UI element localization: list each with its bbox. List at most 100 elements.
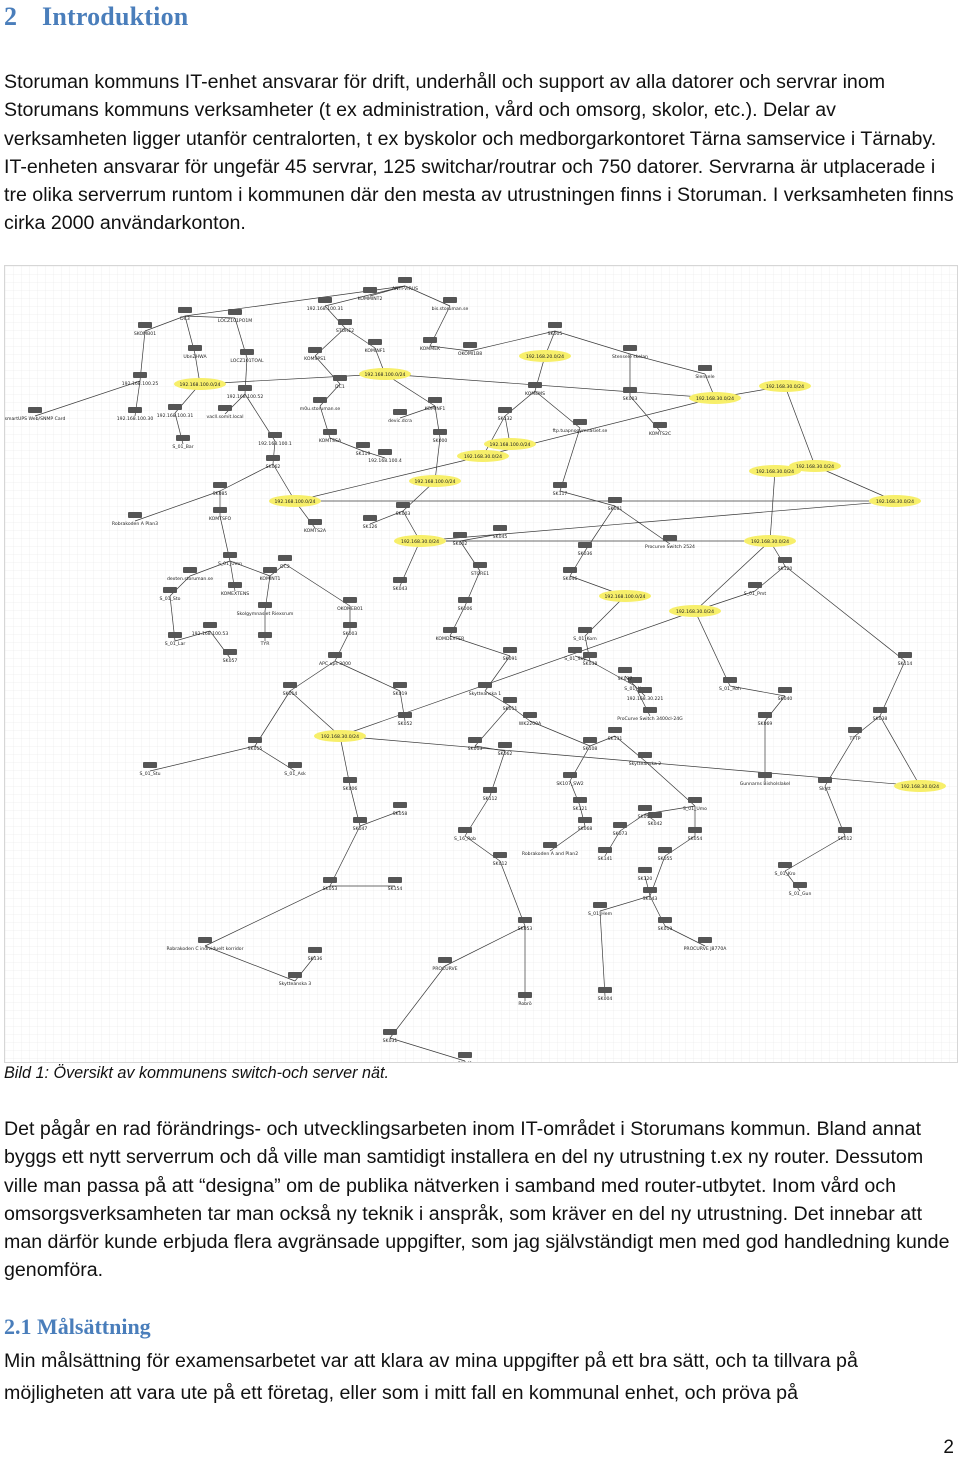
diagram-node: SK114 xyxy=(898,652,912,667)
switch-device-icon xyxy=(453,532,467,538)
diagram-node: SK006 xyxy=(458,597,472,612)
switch-device-icon xyxy=(198,937,212,943)
node-label: Robrakoden A and Plan2 xyxy=(522,851,578,857)
node-label: KOMTS2C xyxy=(649,431,671,437)
node-label: 192.168.30.0/24 xyxy=(696,396,734,402)
diagram-link xyxy=(174,630,211,642)
node-label: SK136 xyxy=(308,956,323,962)
diagram-node: S_01_Pmt xyxy=(744,582,766,597)
node-label: SK121 xyxy=(573,806,588,812)
diagram-node: KOMINT1 xyxy=(260,567,280,582)
diagram-node: SK038 xyxy=(873,707,888,722)
node-label: SK006 xyxy=(343,786,358,792)
diagram-node: LOCZ101TOAL xyxy=(230,349,264,364)
switch-device-icon xyxy=(168,632,182,638)
subnet-cloud-icon xyxy=(457,450,509,462)
switch-device-icon xyxy=(638,867,652,873)
switch-device-icon xyxy=(143,762,157,768)
node-label: SK119 xyxy=(356,451,371,457)
switch-device-icon xyxy=(398,712,412,718)
diagram-node: DC2 xyxy=(278,555,292,570)
switch-device-icon xyxy=(553,482,567,488)
diagram-link xyxy=(554,330,631,355)
diagram-node: 192.168.30.221 xyxy=(627,687,663,702)
subnet-cloud-icon xyxy=(749,465,801,477)
node-label: Skytteanska 3 xyxy=(279,981,312,987)
diagram-node: SK043 xyxy=(393,577,407,592)
diagram-link xyxy=(434,437,441,482)
node-label: Gunnarns Bisholslakel xyxy=(740,781,791,787)
node-label: SK141 xyxy=(598,856,613,862)
node-label: 192.168.30.0/24 xyxy=(321,734,359,740)
diagram-link xyxy=(359,810,401,827)
diagram-node: 192.168.30.0/24 xyxy=(894,780,946,792)
switch-device-icon xyxy=(758,712,772,718)
node-label: S_01_Sky xyxy=(564,656,586,662)
switch-device-icon xyxy=(468,737,482,743)
switch-device-icon xyxy=(308,519,322,525)
node-label: 192.168.30.0/24 xyxy=(676,609,714,615)
diagram-node: PROCURVE J8770A xyxy=(684,937,727,952)
diagram-node: smartUPS Web/SNMP Card xyxy=(5,407,65,422)
node-label: 192.168.30.0/24 xyxy=(876,499,914,505)
switch-device-icon xyxy=(663,535,677,541)
node-label: S_01_Umo xyxy=(683,806,707,812)
diagram-node: 192.168.30.0/24 xyxy=(789,460,841,472)
diagram-node: dexten.storuman.se xyxy=(167,567,213,582)
diagram-node: SK085 xyxy=(213,482,227,497)
switch-device-icon xyxy=(183,567,197,573)
diagram-link xyxy=(199,373,386,385)
diagram-node: SK062 xyxy=(498,742,512,757)
diagram-node: Robrakoden A Plan3 xyxy=(112,512,158,527)
diagram-node: S_01_Bar xyxy=(172,435,194,450)
diagram-node: SK120 xyxy=(638,867,652,882)
node-label: WK2200A xyxy=(519,721,542,727)
switch-device-icon xyxy=(433,429,447,435)
node-label: LOCZ101PO1M xyxy=(218,318,252,324)
diagram-link xyxy=(644,760,696,807)
diagram-node: APC ups 3000 xyxy=(319,652,351,667)
switch-device-icon xyxy=(238,385,252,391)
subsection-number: 2.1 xyxy=(4,1314,32,1339)
switch-device-icon xyxy=(203,622,217,628)
switch-device-icon xyxy=(598,847,612,853)
diagram-node: SKOMB01 xyxy=(134,322,156,337)
subnet-cloud-icon xyxy=(599,590,651,602)
diagram-node: WK2200A xyxy=(519,712,542,727)
diagram-node: SK012 xyxy=(493,852,507,867)
diagram-node: S_01_Sky xyxy=(564,647,586,662)
diagram-node: S_01_Hem xyxy=(588,902,613,917)
node-label: KOMTS2A xyxy=(304,528,327,534)
diagram-node: SK002 xyxy=(453,532,467,547)
node-label: SKOMB01 xyxy=(134,331,156,337)
diagram-link xyxy=(529,720,591,747)
switch-device-icon xyxy=(458,1052,472,1058)
diagram-link xyxy=(694,540,771,612)
diagram-link xyxy=(184,315,236,319)
node-label: SK038 xyxy=(873,716,888,722)
node-label: UbnZHWA xyxy=(183,354,207,360)
switch-device-icon xyxy=(638,687,652,693)
node-label: 192.168.100.30 xyxy=(117,416,154,422)
subsection-title: Målsättning xyxy=(37,1314,151,1339)
diagram-node: S_01_Nor xyxy=(624,677,646,692)
diagram-node: 192.168.30.0/24 xyxy=(759,380,811,392)
diagram-node: KOMINF1 xyxy=(425,397,445,412)
diagram-node: SK057 xyxy=(223,649,237,664)
diagram-link xyxy=(559,427,581,492)
diagram-link xyxy=(189,560,231,577)
diagram-node: SK112 xyxy=(483,787,497,802)
node-label: SK005 xyxy=(548,331,563,337)
node-label: SK042 xyxy=(648,821,663,827)
diagram-node: SK055 xyxy=(658,847,672,862)
diagram-node: S_16_Rob xyxy=(454,827,476,842)
diagram-node: SK043 xyxy=(643,887,657,902)
switch-device-icon xyxy=(598,987,612,993)
switch-device-icon xyxy=(653,422,667,428)
diagram-node: SK046 xyxy=(563,567,577,582)
switch-device-icon xyxy=(608,727,622,733)
switch-device-icon xyxy=(393,802,407,808)
node-label: SK004 xyxy=(598,996,613,1002)
node-label: 192.168.100.0/24 xyxy=(179,382,220,388)
